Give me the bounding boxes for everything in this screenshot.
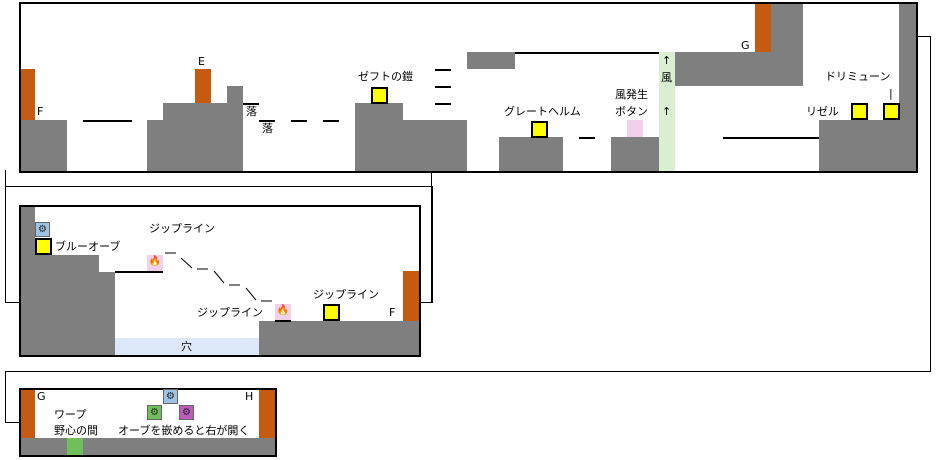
door-f <box>403 271 419 321</box>
ground-block <box>499 137 563 171</box>
ground-block <box>467 52 515 69</box>
ground-block <box>147 120 243 171</box>
zipline-label: ジップライン <box>149 222 215 235</box>
platform <box>723 137 819 139</box>
fall-label: 落 <box>262 122 273 135</box>
door-h <box>259 390 275 438</box>
ground-block <box>403 120 467 171</box>
zipline-start-platform <box>115 271 163 273</box>
wind-column <box>659 52 675 171</box>
falling-platform <box>243 103 259 105</box>
door-label-g: G <box>37 390 46 403</box>
green-orb-socket-gear-icon: ⚙ <box>147 405 162 420</box>
door-label-f: F <box>37 105 44 118</box>
item-drimune <box>883 103 900 120</box>
item-blue-orb <box>35 238 52 255</box>
connector-g-left <box>5 371 6 423</box>
door-e <box>195 69 211 103</box>
item-rizel <box>851 103 868 120</box>
item-great-helm <box>531 121 548 138</box>
connector-2-right <box>432 186 433 303</box>
room-label: 野心の間 <box>54 424 98 437</box>
ground-block <box>899 4 916 120</box>
item-label: ブルーオーブ <box>55 240 121 253</box>
ground-block <box>21 120 67 171</box>
ground-block <box>771 4 803 52</box>
connector-1-to-2-top <box>5 186 432 187</box>
wind-button-label: 風発生 <box>615 88 648 101</box>
blue-orb-socket-gear-icon: ⚙ <box>163 389 178 404</box>
falling-platform <box>259 120 275 122</box>
door-g <box>21 390 35 438</box>
platform <box>579 137 595 139</box>
item-label: ゼフトの鎧 <box>358 70 413 83</box>
platform <box>291 120 307 122</box>
ground-block <box>819 120 916 171</box>
pit-hole <box>115 338 259 355</box>
warp-label: ワープ <box>54 408 87 421</box>
door-label-f: F <box>389 306 396 319</box>
door-f <box>21 69 35 120</box>
warp-tile <box>67 438 83 455</box>
item-zeft-armor <box>371 87 388 104</box>
zipline-label: ジップライン <box>197 306 263 319</box>
platform <box>323 120 339 122</box>
ground-block <box>355 103 403 171</box>
door-label-g: G <box>741 39 750 52</box>
platform <box>435 69 451 71</box>
ground-block <box>227 86 243 103</box>
platform <box>515 52 659 54</box>
wind-arrow: ↑ <box>662 54 672 67</box>
platform <box>435 86 451 88</box>
ground-block <box>259 321 419 355</box>
door-label-e: E <box>198 55 205 68</box>
blue-orb-gear-icon: ⚙ <box>35 222 50 237</box>
wind-button-label: ボタン <box>615 105 648 118</box>
door-g <box>755 4 771 52</box>
connector-2-f <box>420 302 433 303</box>
item-label: ドリミューン <box>825 70 891 83</box>
fire-icon: 🔥 <box>275 304 291 320</box>
ground-block <box>35 255 99 355</box>
platform <box>435 103 451 105</box>
fire-icon: 🔥 <box>147 255 163 271</box>
orb-note-label: オーブを嵌めると右が開く <box>118 424 250 437</box>
ground-block <box>21 207 35 355</box>
pit-label: 穴 <box>181 340 192 353</box>
ground-floor <box>21 438 275 455</box>
zipline-end-platform <box>275 320 291 322</box>
door-label-h: H <box>245 390 254 403</box>
wind-button <box>627 120 643 137</box>
fall-label: 落 <box>246 105 257 118</box>
connector-g-right <box>930 36 931 372</box>
magenta-orb-socket-gear-icon: ⚙ <box>179 405 194 420</box>
ground-block <box>163 103 243 120</box>
wind-arrow: ↑ <box>662 105 672 118</box>
item-label: リゼル <box>806 105 839 118</box>
connector-g-in <box>5 422 21 423</box>
connector-g-bottom <box>5 371 931 372</box>
zipline-label: ジップライン <box>313 288 379 301</box>
platform <box>83 120 132 122</box>
pointer-tick: | <box>889 87 893 100</box>
ground-block <box>611 137 659 171</box>
item-label: グレートヘルム <box>504 105 581 118</box>
ground-block <box>675 52 803 86</box>
wind-label: 風 <box>661 71 672 84</box>
ground-block <box>99 272 115 355</box>
item-box <box>323 304 340 321</box>
connector-1-left <box>5 170 6 187</box>
